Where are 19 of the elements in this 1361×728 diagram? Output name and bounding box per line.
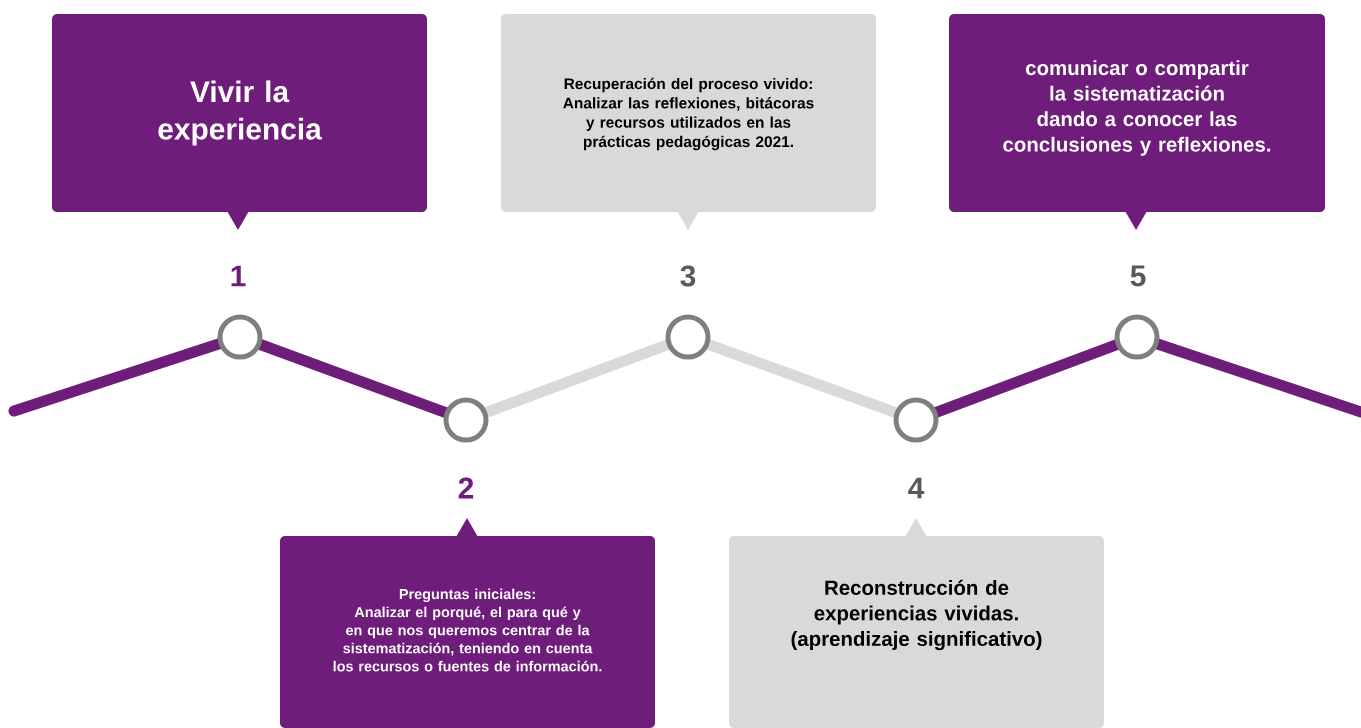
timeline-ring [1114, 314, 1160, 360]
step-number: 5 [1130, 265, 1146, 287]
timeline-ring [443, 397, 489, 443]
callout-box: Vivir la experiencia [52, 14, 427, 230]
timeline-segment [483, 338, 671, 419]
step-number: 4 [908, 477, 925, 499]
timeline-segment [257, 338, 449, 419]
timeline-ring [665, 314, 711, 360]
timeline-segment [933, 338, 1121, 419]
step-number: 3 [680, 265, 696, 287]
callout-box: Preguntas iniciales: Analizar el porqué, el para qué y en que nos queremos centrar de la sistematización, teniendo en cuenta los recursos o fuentes de información. [280, 518, 655, 728]
callout-box: comunicar o compartir la sistematización dando a conocer las conclusiones y reflexiones. [949, 14, 1325, 230]
callout-box: Recuperación del proceso vivido: Analizar las reflexiones, bitácoras y recursos utilizados en las prácticas pedagógicas 2021. [501, 14, 876, 230]
timeline-segment [705, 338, 899, 419]
step-number: 2 [458, 477, 474, 499]
timeline-ring [893, 397, 939, 443]
step-number: 1 [231, 265, 246, 287]
timeline-ring [217, 314, 263, 360]
callout-box: Reconstrucción de experiencias vividas. (aprendizaje significativo) [729, 518, 1104, 728]
